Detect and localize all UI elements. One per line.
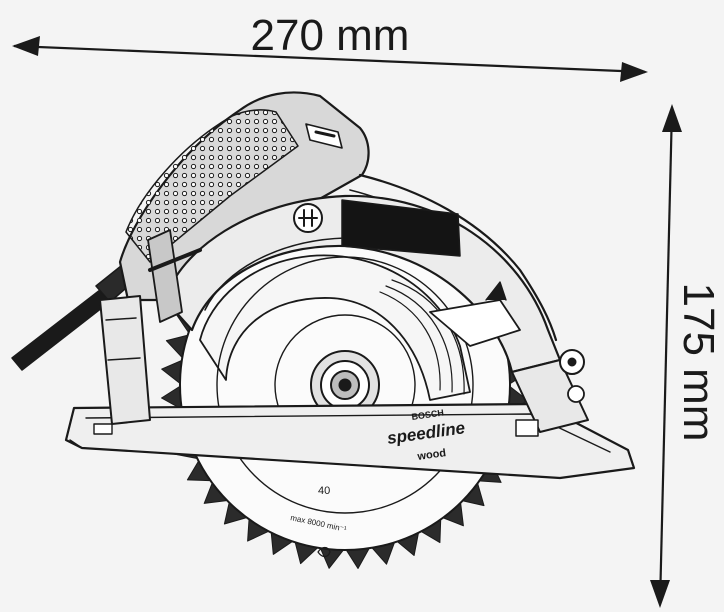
height-dimension-line [658,107,674,605]
width-arrow-right-icon [620,62,648,82]
cut-indicator [515,419,539,437]
rear-bracket-rib [105,317,137,321]
blade-swoosh [385,285,453,393]
guard-rib-slot [148,248,202,272]
front-bracket [511,359,589,433]
bosch-logo-armature-icon [298,209,318,227]
base-plate-edge [85,413,611,453]
blade-swoosh [379,291,441,391]
saw-illustration: BOSCH speedline wood 40 max 8000 min⁻¹ [11,91,636,569]
width-dimension-line [13,44,646,74]
trigger-slot [314,130,336,138]
height-arrow-top-icon [662,104,682,132]
width-arrow-left-icon [12,36,40,56]
blade-brand-text: BOSCH [411,408,445,422]
base-plate-lower-edge [69,439,561,479]
direction-arrow-icon [485,281,507,301]
blade-ring-outer [216,256,474,514]
guard-ridge [204,237,346,311]
grip-texture [125,109,299,263]
upper-blade-guard [163,194,562,374]
upper-body-arc [358,173,558,342]
base-slot [93,423,113,435]
pivot-screw [567,385,585,403]
trigger-switch [305,123,343,149]
guard-rib [147,229,183,323]
nameplate [341,199,461,257]
rear-bracket [99,295,151,425]
width-dimension: 270 mm [12,11,648,82]
lower-blade-guard [199,254,471,401]
depth-lever [429,299,521,347]
height-arrow-bottom-icon [650,580,670,608]
rotation-arrow-icon [317,546,331,558]
width-label: 270 mm [251,11,410,60]
arbor-hole [338,378,352,392]
height-dimension: 175 mm [650,104,723,608]
power-cord [11,289,113,371]
height-label: 175 mm [674,283,723,442]
rear-bracket-rib [107,357,141,361]
blade-teeth-text: 40 [318,485,330,497]
blade-material-text: wood [416,447,447,463]
bevel-knob-center [567,357,577,367]
